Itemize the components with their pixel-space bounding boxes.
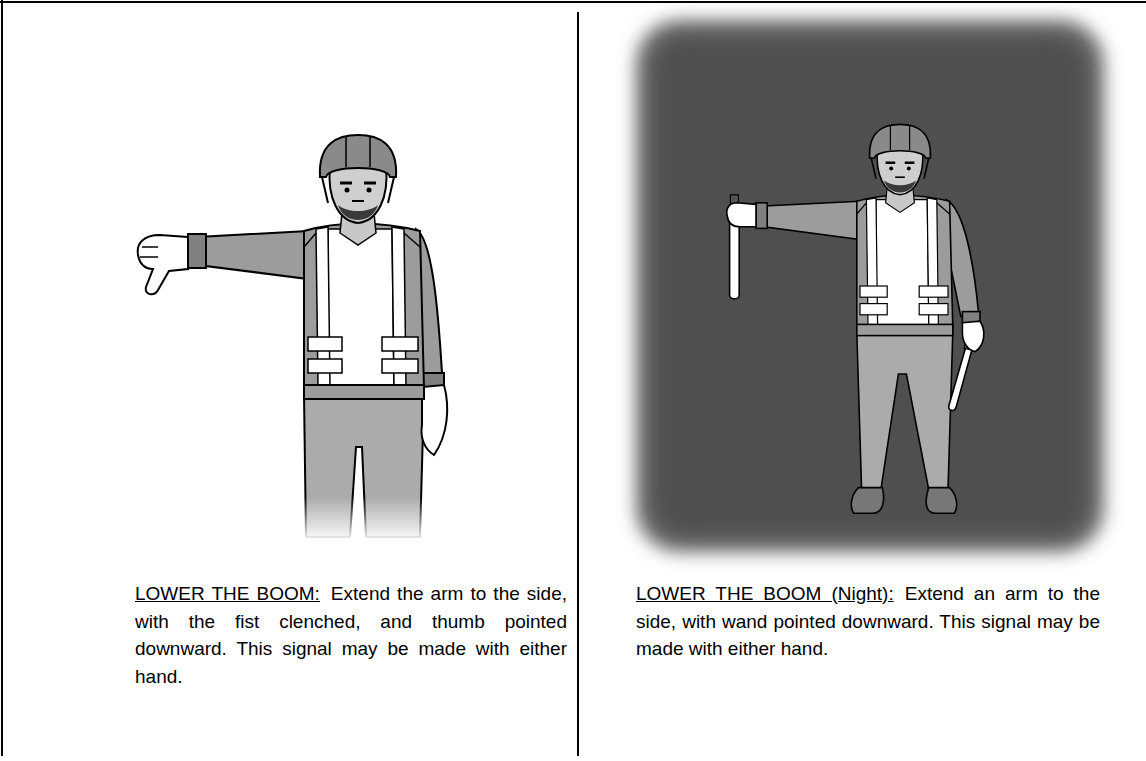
night-signal-figure-part [926,488,957,514]
signal-name: LOWER THE BOOM (Night): [636,583,894,604]
night-signal-figure-part [857,124,953,335]
night-backdrop-part [636,20,1104,552]
night-signal-figure-part [949,342,974,410]
day-signal-figure-part [304,135,424,399]
frame-lines-part [577,12,579,756]
day-signal-figure-part [138,235,188,294]
night-signal-figure-part [727,203,756,227]
night-signal-figure-part [756,203,767,229]
night-signal-figure-part [851,488,883,514]
night-signal-figure-part [764,201,860,239]
night-signal-figure-part [962,321,983,351]
frame-lines-part [0,1,1146,3]
day-signal-figure-part [422,385,448,455]
day-signal-figure-part [198,231,308,279]
frame-lines-part [1,0,3,756]
night-signal-figure [727,124,984,513]
signal-name: LOWER THE BOOM: [135,583,320,604]
day-signal-figure-part [140,247,158,257]
day-signal-figure-part [288,497,438,542]
day-caption: LOWER THE BOOM:Extend the arm to the sid… [135,580,567,690]
night-backdrop-part [652,36,1088,536]
night-signal-figure-part [857,332,953,490]
day-signal-figure [138,135,447,542]
night-caption: LOWER THE BOOM (Night):Extend an arm to … [636,580,1100,663]
day-signal-figure-part [188,234,206,268]
night-backdrop [636,20,1104,552]
